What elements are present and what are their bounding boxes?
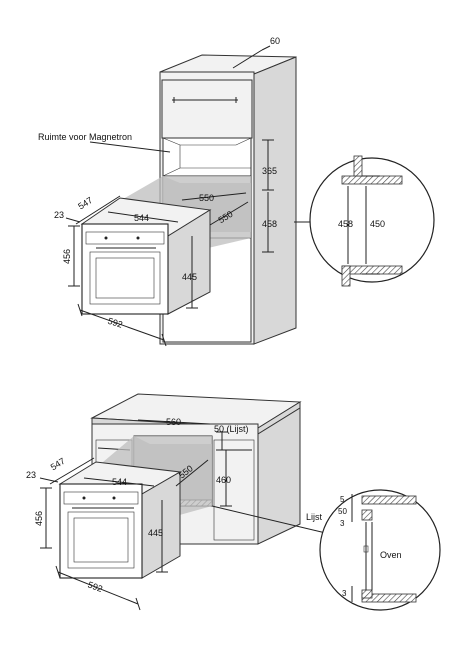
callout-label: Ruimte voor Magnetron [38, 132, 132, 142]
dim-23-bottom: 23 [26, 470, 36, 480]
dim-460: 460 [216, 475, 231, 485]
dim-547: 547 [76, 195, 94, 211]
dim-458: 458 [262, 219, 277, 229]
detail-lijst-label: Lijst [306, 512, 323, 522]
dim-547-bottom: 547 [49, 456, 67, 472]
dim-560: 560 [166, 417, 181, 427]
dim-550-width: 550 [199, 193, 214, 203]
dim-456: 456 [62, 249, 72, 264]
detail-oven-label: Oven [380, 550, 402, 560]
detail-450: 450 [370, 219, 385, 229]
dim-23: 23 [54, 210, 64, 220]
dim-50-lijst: 50 (Lijst) [214, 424, 249, 434]
dim-544-bottom: 544 [112, 477, 127, 487]
top-dimension-lines [65, 45, 316, 347]
dim-365: 365 [262, 166, 277, 176]
dim-592: 592 [107, 316, 124, 330]
detail-dim-5: 5 [340, 495, 345, 504]
dim-544: 544 [134, 213, 149, 223]
detail-dim-3a: 3 [340, 519, 345, 528]
dim-445: 445 [182, 272, 197, 282]
top-detail-circle [309, 155, 435, 287]
dim-445-bottom: 445 [148, 528, 163, 538]
bottom-detail-circle [319, 489, 441, 611]
appliance-top [80, 197, 212, 315]
dim-60: 60 [270, 36, 280, 46]
dim-456-bottom: 456 [34, 511, 44, 526]
bottom-dimension-lines [39, 419, 331, 611]
detail-dim-50: 50 [338, 507, 347, 516]
detail-dim-3b: 3 [342, 589, 347, 598]
detail-458: 458 [338, 219, 353, 229]
appliance-bottom [58, 461, 182, 579]
dim-592-bottom: 592 [86, 580, 104, 595]
